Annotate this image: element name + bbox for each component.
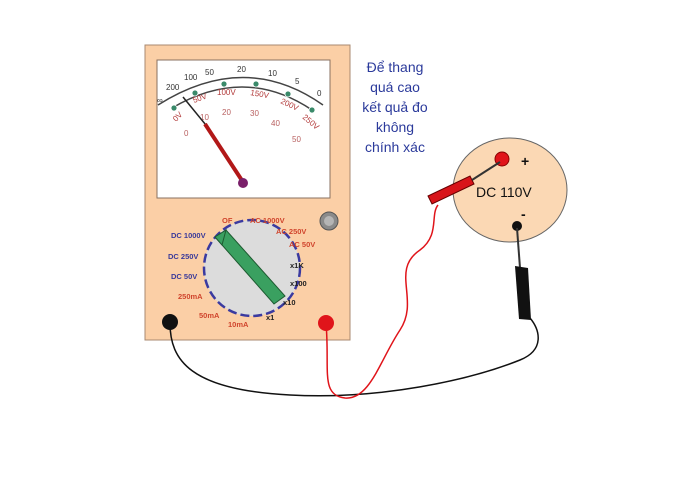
note-line: chính xác [365,139,425,155]
selector-pointer [214,228,227,247]
com-terminal[interactable] [162,314,178,330]
positive-terminal[interactable] [318,315,334,331]
dial-label: x100 [290,279,307,288]
dial-label: x1K [290,261,304,270]
scale-dot [284,90,292,98]
low-label: 10 [200,113,209,122]
dial-label: DC 1000V [171,231,206,240]
ohm-label: 50 [205,68,214,77]
ohm-label: 0 [317,89,322,98]
source-negative-terminal[interactable] [512,221,522,231]
dc-source-label: DC 110V [476,184,532,200]
low-label: 40 [271,119,280,128]
scale-dot [308,106,316,114]
dial-label: DC 50V [171,272,197,281]
scale-dot [220,80,228,88]
black-probe[interactable] [515,266,531,320]
volt-label: 150V [250,88,271,100]
red-probe-tip [471,161,501,181]
scale-dot [252,80,260,88]
ohm-label: 5 [295,77,300,86]
scale-dot [191,89,199,97]
ohm-label: ∞ [157,96,163,105]
dial-label: DC 250V [168,252,198,261]
low-label: 30 [250,109,259,118]
minus-sign: - [521,206,526,222]
note-line: quá cao [370,79,420,95]
low-label: 20 [222,108,231,117]
ohm-label: 20 [237,65,246,74]
needle-pivot [238,178,248,188]
ohm-scale-arc [157,76,324,106]
dial-label: 50mA [199,311,220,320]
ohm-scale-labels: ∞ 200 100 50 20 10 5 0 [157,65,322,105]
red-probe[interactable] [427,175,475,205]
note-line: Để thang [367,59,424,75]
dial-labels: OF AC 1000V AC 250V AC 50V DC 1000V DC 2… [168,216,315,329]
scale-dot [170,104,178,112]
low-label: 50 [292,135,301,144]
dial-label: 250mA [178,292,203,301]
low-label: 0 [184,129,189,138]
dial-label: AC 50V [289,240,315,249]
black-test-lead-wire [169,317,539,397]
volt-label: 100V [217,88,236,97]
dial-label: AC 1000V [250,216,285,225]
meter-display [156,59,331,199]
note-line: kết quả đo [362,99,428,115]
ohm-label: 10 [268,69,277,78]
dial-label-off: OF [222,216,233,225]
dial-label: x10 [283,298,296,307]
dial-label: x1 [266,313,274,322]
red-test-lead-wire [325,204,439,399]
ohm-label: 200 [166,83,180,92]
black-probe-tip [516,227,521,269]
note-line: không [376,119,414,135]
volt-scale-arc [171,86,313,111]
scale-dots [170,80,316,114]
warning-note: Để thang quá cao kết quả đo không chính … [362,59,428,155]
dial-label: 10mA [228,320,249,329]
dial-label: AC 250V [276,227,306,236]
needle [203,122,245,184]
plus-sign: + [521,153,529,169]
low-scale-labels: 0 10 20 30 40 50 [184,108,301,144]
ohm-label: 100 [184,73,198,82]
screw-center [324,216,334,226]
